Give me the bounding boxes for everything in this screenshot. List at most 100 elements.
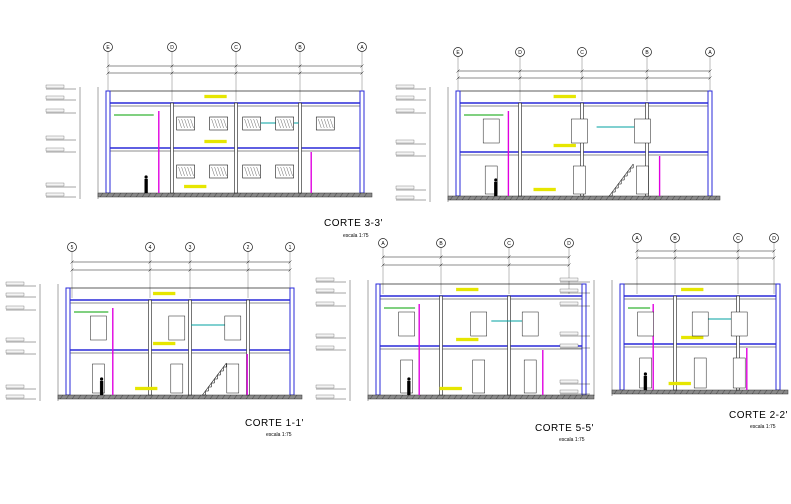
ground-hatch: [351, 192, 356, 198]
ground-hatch: [503, 195, 508, 201]
ground-hatch: [89, 394, 94, 400]
axis-bubble: [145, 242, 155, 252]
ground-hatch: [165, 192, 170, 198]
window-glazing: [256, 166, 260, 177]
dimension-tick: [381, 255, 385, 259]
window-glazing: [211, 118, 215, 129]
ground-hatch: [459, 394, 464, 400]
yellow-label: [681, 287, 704, 292]
axis-bubble: [357, 42, 367, 52]
ground-hatch: [143, 394, 148, 400]
level-marker-text: [395, 151, 415, 156]
ground-hatch: [441, 394, 446, 400]
ground-hatch: [531, 394, 536, 400]
ground-foundation: [447, 195, 721, 201]
dimension-tick: [170, 64, 174, 68]
axis-label: E: [106, 45, 110, 51]
section-scale-2-2: escala 1:75: [750, 424, 776, 430]
axis-bubble: [733, 233, 743, 243]
ground-hatch: [321, 192, 326, 198]
ground-hatch: [113, 394, 118, 400]
column: [246, 299, 250, 396]
ground-hatch: [273, 192, 278, 198]
ground-hatch: [155, 394, 160, 400]
window-glazing: [247, 118, 251, 129]
ground-hatch: [239, 394, 244, 400]
ground-hatch: [225, 192, 230, 198]
dimension-tick: [645, 69, 649, 73]
door-opening: [693, 357, 707, 389]
door-opening: [90, 315, 107, 341]
section-title-5-5: CORTE 5-5': [535, 423, 594, 434]
ground-hatch: [255, 192, 260, 198]
yellow-label: [152, 341, 176, 346]
axis-bubble: [185, 242, 195, 252]
window-glazing: [283, 118, 287, 129]
axis-bubble: [504, 238, 514, 248]
ground-hatch: [291, 192, 296, 198]
axis-bubble: [670, 233, 680, 243]
axis-bubble: [285, 242, 295, 252]
ground-hatch: [497, 195, 502, 201]
door-opening: [400, 359, 413, 394]
dimension-tick: [580, 76, 584, 80]
ground-hatch: [561, 394, 566, 400]
dimension-tick: [439, 255, 443, 259]
window-glazing: [178, 118, 182, 129]
dimension-tick: [298, 64, 302, 68]
level-marker-text: [5, 281, 25, 286]
ground-hatch: [543, 394, 548, 400]
ground-hatch: [107, 394, 112, 400]
ground-hatch: [281, 394, 286, 400]
level-marker-text: [315, 301, 335, 306]
axis-label: A: [360, 45, 364, 51]
window-glazing: [277, 166, 281, 177]
window-glazing: [190, 118, 194, 129]
ground-hatch: [727, 389, 732, 395]
window-glazing: [289, 166, 293, 177]
ground-hatch: [509, 195, 514, 201]
ground-hatch: [189, 192, 194, 198]
ground-hatch: [279, 192, 284, 198]
column: [298, 102, 302, 194]
door-opening: [470, 311, 487, 337]
ground-hatch: [369, 394, 374, 400]
window-glazing: [214, 166, 218, 177]
ground-hatch: [491, 195, 496, 201]
ground-hatch: [125, 394, 130, 400]
window-glazing: [330, 118, 334, 129]
ground-hatch: [619, 389, 624, 395]
ground-hatch: [119, 394, 124, 400]
window-glazing: [217, 118, 221, 129]
window-glazing: [247, 166, 251, 177]
axis-bubble: [769, 233, 779, 243]
dimension-tick: [736, 249, 740, 253]
ground-hatch: [709, 389, 714, 395]
axis-bubble: [642, 47, 652, 57]
ground-hatch: [233, 394, 238, 400]
ground-hatch: [703, 389, 708, 395]
ground-hatch: [453, 394, 458, 400]
yellow-label: [553, 94, 576, 99]
yellow-label: [533, 187, 556, 192]
level-marker-text: [315, 345, 335, 350]
ground-hatch: [357, 192, 362, 198]
right-wall: [581, 283, 587, 396]
ground-hatch: [393, 394, 398, 400]
window-glazing: [289, 118, 293, 129]
dimension-tick: [288, 268, 292, 272]
ground-hatch: [539, 195, 544, 201]
ground-hatch: [449, 195, 454, 201]
door-opening: [170, 363, 184, 394]
dimension-tick: [234, 64, 238, 68]
ground-hatch: [387, 394, 392, 400]
ground-hatch: [287, 394, 292, 400]
dimension-tick: [188, 268, 192, 272]
dimension-tick: [567, 255, 571, 259]
level-marker-text: [5, 349, 25, 354]
level-marker-text: [395, 84, 415, 89]
ground-hatch: [381, 394, 386, 400]
ground-hatch: [569, 195, 574, 201]
axis-label: D: [772, 236, 776, 242]
